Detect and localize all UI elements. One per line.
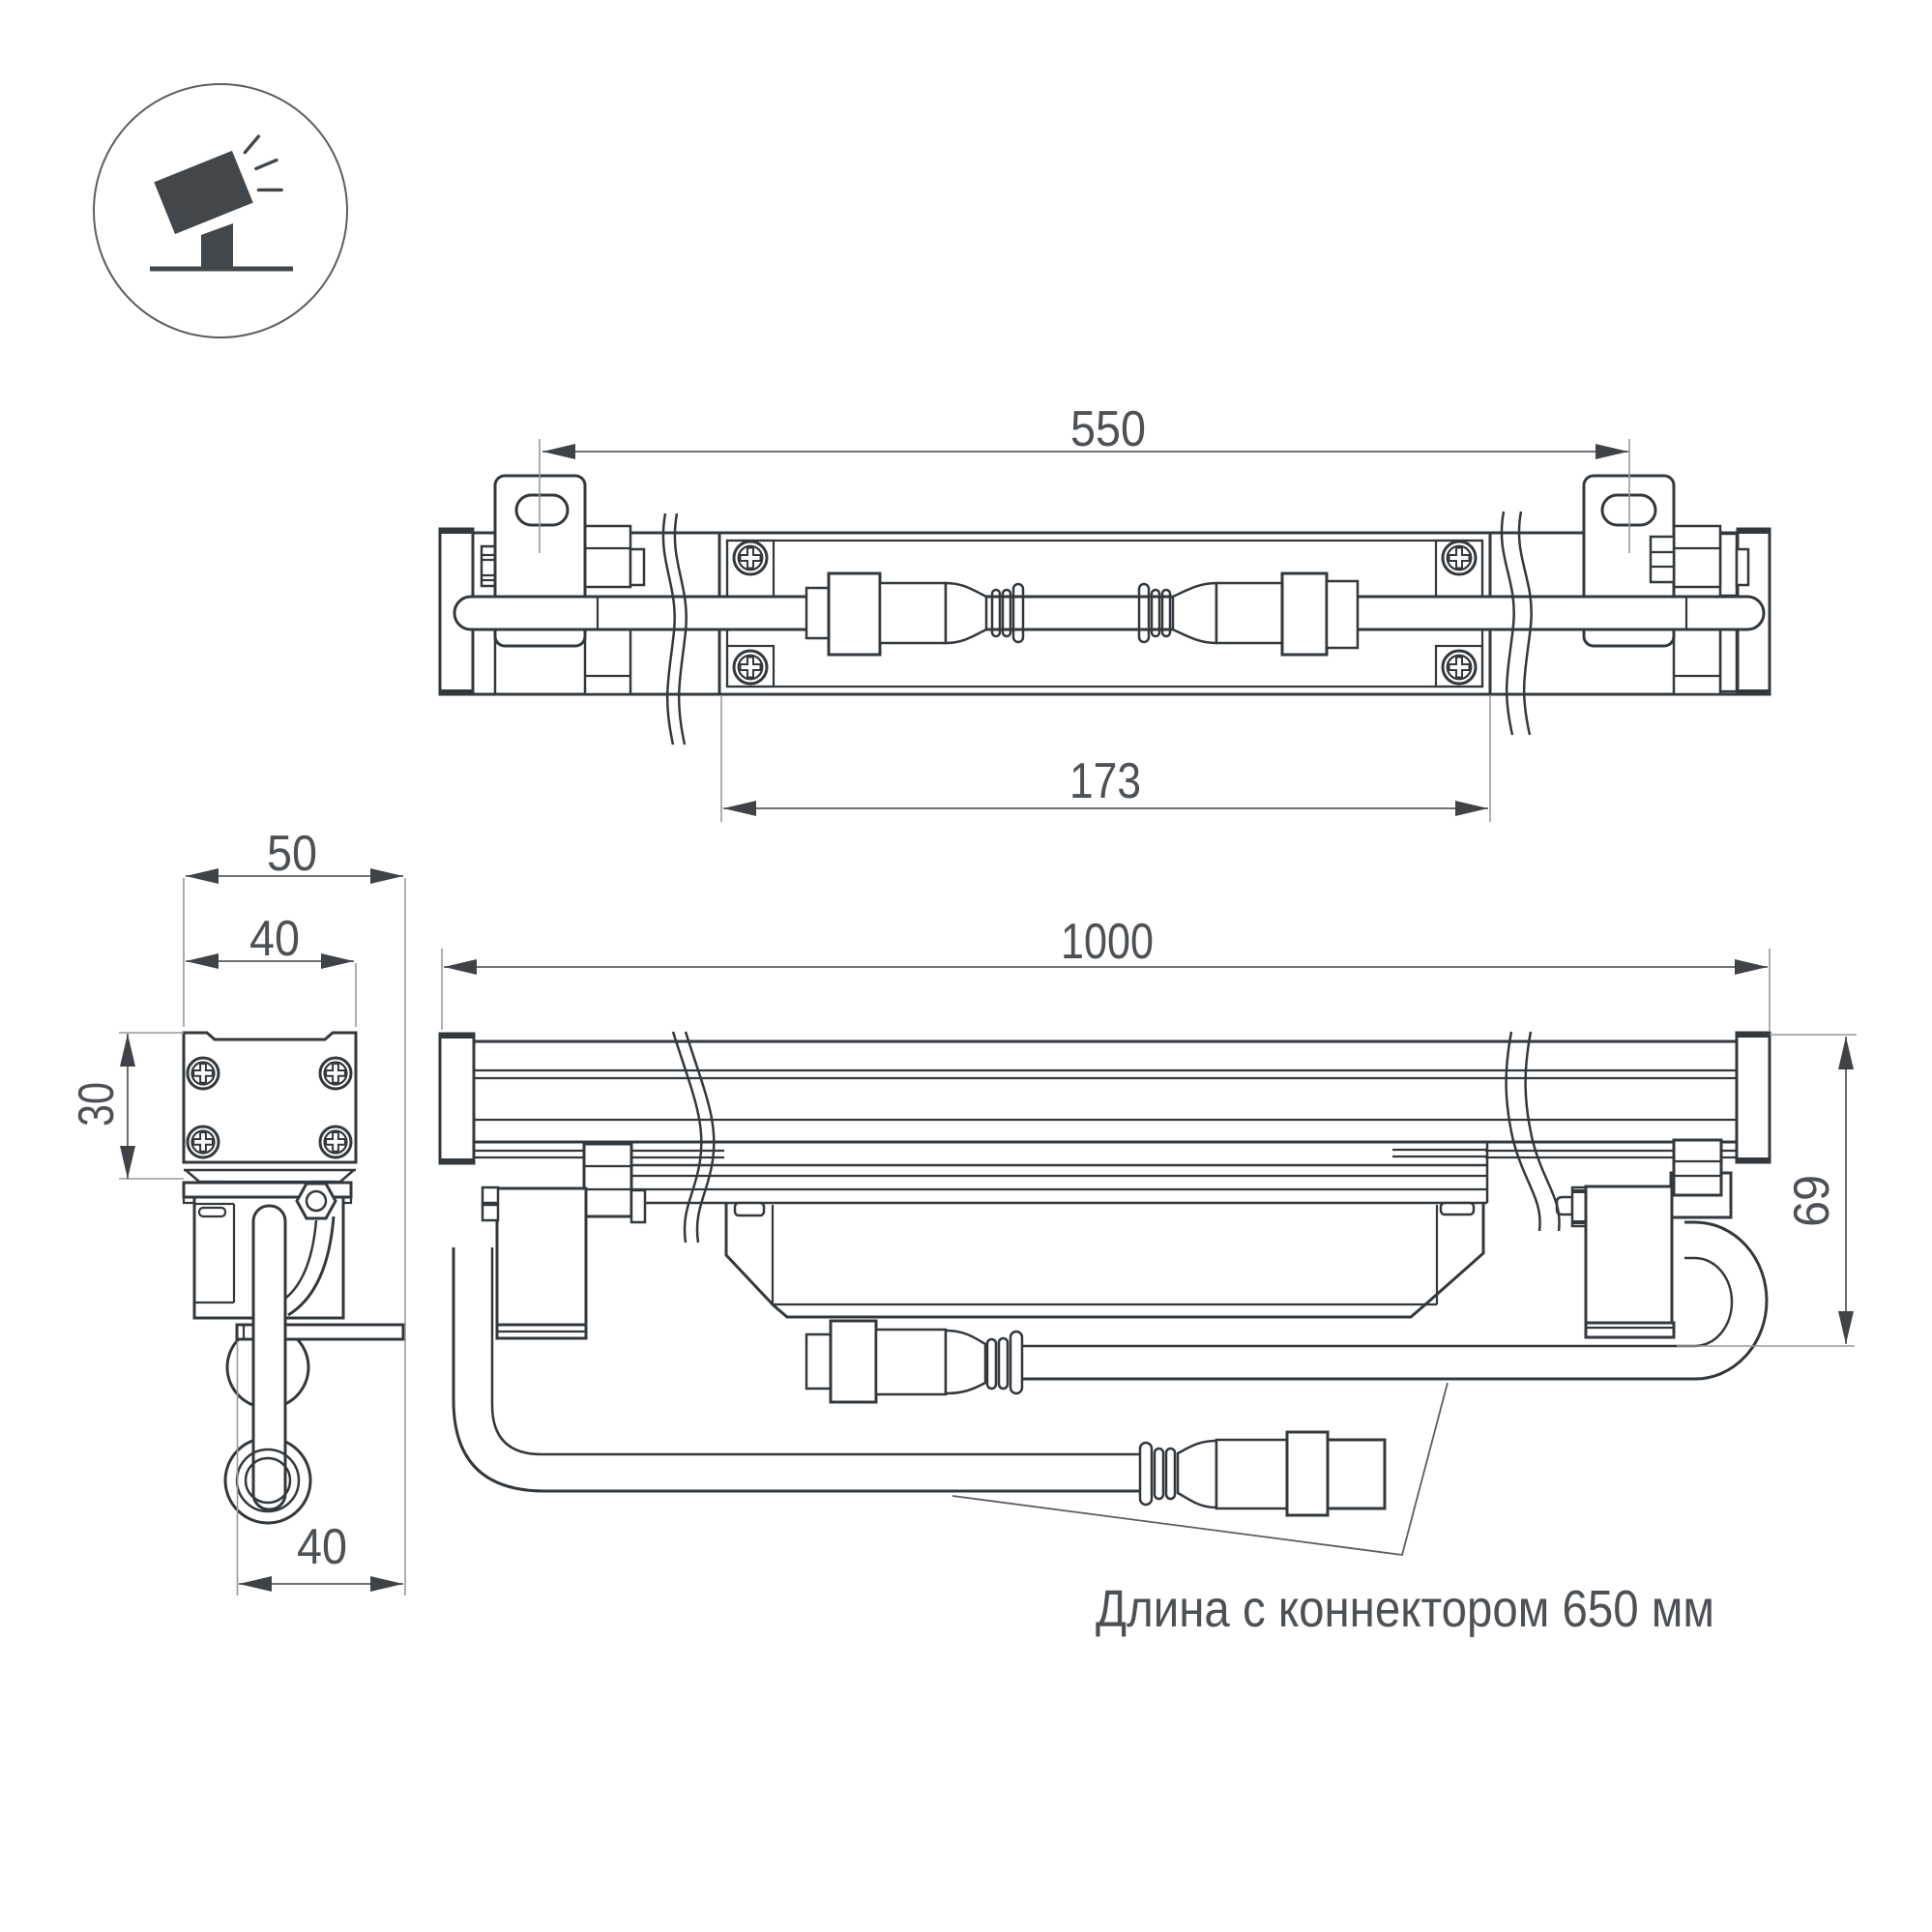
svg-text:550: 550 — [1070, 401, 1146, 457]
svg-text:30: 30 — [69, 1082, 125, 1127]
svg-text:50: 50 — [267, 826, 317, 882]
svg-text:40: 40 — [249, 911, 300, 967]
svg-text:Длина с коннектором 650 мм: Длина с коннектором 650 мм — [1096, 1580, 1714, 1638]
svg-text:69: 69 — [1784, 1175, 1840, 1227]
svg-text:1000: 1000 — [1061, 914, 1154, 970]
svg-text:40: 40 — [297, 1519, 347, 1575]
svg-text:173: 173 — [1069, 753, 1141, 809]
